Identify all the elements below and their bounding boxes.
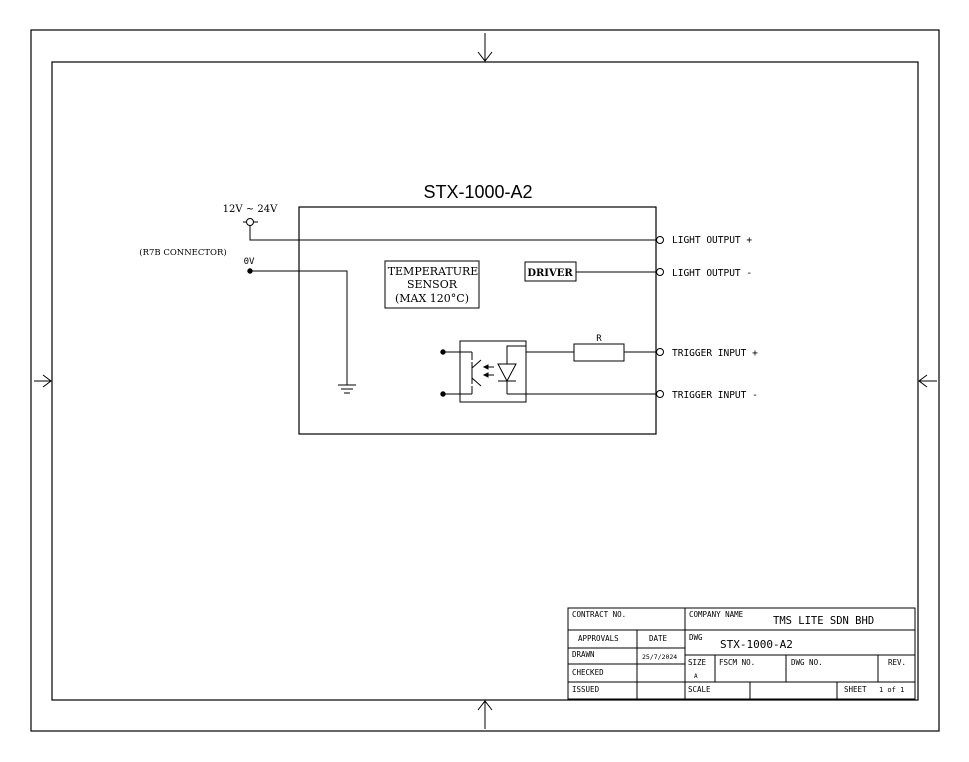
- title-block: [567, 607, 916, 700]
- outer-border: [30, 29, 940, 732]
- rev-label: REV.: [888, 658, 906, 667]
- supply-voltage-label: 12V ~ 24V: [223, 204, 278, 215]
- connector-label: (R7B CONNECTOR): [139, 247, 226, 258]
- dwg-value: STX-1000-A2: [720, 638, 793, 651]
- date-label: DATE: [649, 634, 668, 643]
- issued-label: ISSUED: [572, 685, 600, 694]
- dwg-label: DWG: [689, 633, 703, 642]
- temperature-sensor-line2: SENSOR: [407, 278, 458, 291]
- size-label: SIZE: [688, 658, 707, 667]
- terminal-circles: [656, 236, 664, 398]
- light-output-minus-label: LIGHT OUTPUT -: [672, 268, 752, 279]
- supply-terminal: [246, 218, 254, 226]
- resistor: [573, 343, 625, 362]
- dwg-no-label: DWG NO.: [791, 658, 823, 667]
- temperature-sensor-line1: TEMPERATURE: [388, 265, 479, 278]
- drawn-date: 25/7/2024: [642, 653, 677, 661]
- light-output-plus-label: LIGHT OUTPUT +: [672, 235, 752, 246]
- supply-wire: [249, 225, 657, 241]
- ground-voltage-label: 0V: [244, 257, 255, 267]
- sheet-value: 1 of 1: [879, 686, 904, 694]
- drawn-label: DRAWN: [572, 650, 595, 659]
- company-name-label: COMPANY NAME: [689, 610, 744, 619]
- driver-label: DRIVER: [527, 268, 573, 279]
- module-title: STX-1000-A2: [423, 182, 532, 202]
- scale-label: SCALE: [688, 685, 711, 694]
- temperature-sensor-line3: (MAX 120°C): [395, 292, 469, 305]
- trigger-input-plus-label: TRIGGER INPUT +: [672, 348, 758, 359]
- contract-no-label: CONTRACT NO.: [572, 610, 626, 619]
- inner-border: [51, 61, 919, 701]
- company-name: TMS LITE SDN BHD: [773, 615, 874, 627]
- checked-label: CHECKED: [572, 668, 604, 677]
- ground-wire: [250, 270, 348, 385]
- trigger-input-minus-label: TRIGGER INPUT -: [672, 390, 758, 401]
- resistor-label: R: [596, 334, 602, 344]
- module-outline: [298, 206, 657, 435]
- size-value: A: [694, 673, 698, 680]
- sheet-label: SHEET: [844, 685, 867, 694]
- approvals-label: APPROVALS: [578, 634, 619, 643]
- fscm-label: FSCM NO.: [719, 658, 755, 667]
- centering-marks: [34, 33, 937, 729]
- optocoupler: [440, 340, 527, 403]
- ground-symbol: [338, 384, 356, 394]
- temperature-sensor-box: [384, 260, 480, 309]
